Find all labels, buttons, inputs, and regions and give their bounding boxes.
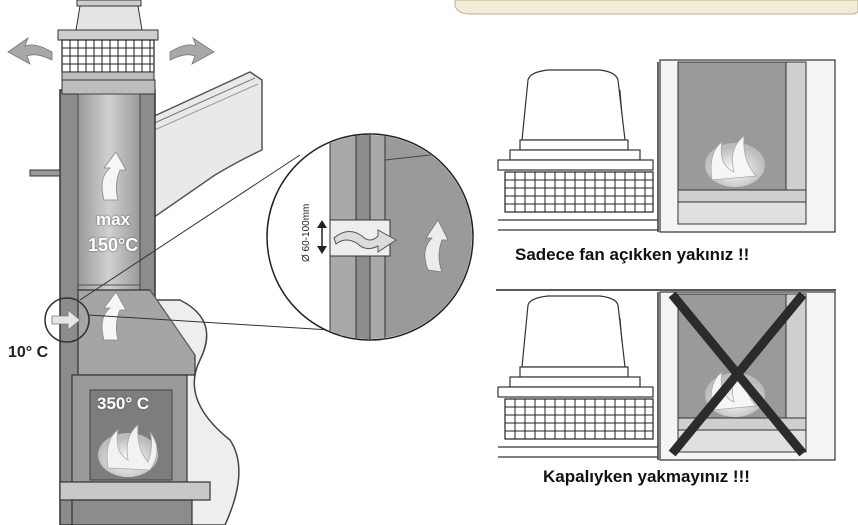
air-inlet-circle <box>44 297 90 343</box>
top-banner <box>454 0 858 15</box>
zoom-line <box>87 314 331 331</box>
top-fan <box>57 0 159 81</box>
exhaust-left-arrow-icon <box>7 36 53 65</box>
fire-icon <box>98 424 158 477</box>
updraft-arrow-icon <box>101 291 127 341</box>
roof <box>149 71 263 222</box>
caption-fan-on: Sadece fan açıkken yakınız !! <box>515 245 750 264</box>
fire-temp-label: 350° C <box>97 394 150 413</box>
prohibited-cross-icon <box>668 291 807 457</box>
updraft-arrow-icon <box>101 151 127 201</box>
flue-temp-label: 150°C <box>88 235 139 255</box>
zoom-line <box>79 154 301 301</box>
max-label: max <box>96 210 131 229</box>
exhaust-right-arrow-icon <box>169 36 215 65</box>
air-inlet-arrow-icon <box>51 309 81 331</box>
outside-temp-label: 10° C <box>8 344 49 361</box>
fan-on-illustration <box>497 59 836 233</box>
zoom-detail <box>266 133 474 341</box>
pipe-diameter-label: Ø 60-100mm <box>301 203 312 262</box>
caption-fan-off: Kapalıyken yakmayınız !!! <box>543 467 750 486</box>
